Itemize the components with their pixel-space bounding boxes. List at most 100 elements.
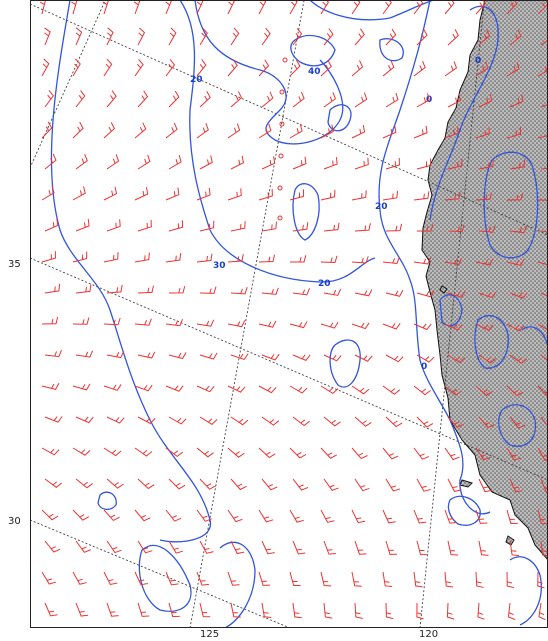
wind-barb: [537, 509, 548, 525]
wind-barb: [354, 602, 363, 619]
wind-barb: [227, 385, 246, 393]
wind-barb: [537, 323, 548, 331]
wind-barb: [44, 153, 57, 170]
wind-barb: [385, 540, 397, 555]
wind-barb: [320, 447, 337, 459]
wind-barb: [227, 59, 238, 77]
wind-barb: [475, 447, 491, 461]
wind-barb: [199, 155, 213, 170]
wind-barb: [103, 384, 122, 391]
wind-barb: [416, 290, 435, 298]
calm-marker: [282, 57, 288, 63]
wind-barb: [478, 478, 493, 493]
wind-barb: [106, 284, 123, 294]
wind-barb: [106, 154, 120, 170]
wind-barb: [41, 383, 60, 390]
wind-barb: [103, 122, 116, 139]
wind-barb: [106, 540, 122, 554]
wind-barb: [475, 258, 494, 266]
wind-barb: [506, 0, 518, 15]
wind-barb: [227, 188, 242, 201]
wind-barb: [385, 92, 399, 108]
contour-label: 0: [475, 56, 481, 66]
wind-barb: [351, 256, 369, 264]
wind-barb: [72, 447, 91, 456]
wind-barb: [540, 230, 548, 233]
wind-barb: [447, 354, 466, 364]
wind-barb: [416, 540, 428, 556]
wind-barb: [75, 284, 92, 294]
wind-barb: [230, 353, 249, 361]
wind-barb: [103, 186, 118, 201]
wind-barb: [133, 0, 141, 15]
wind-barb: [165, 509, 182, 522]
calm-marker: [278, 153, 284, 159]
wind-barb: [165, 187, 180, 201]
wind-barb: [72, 383, 91, 391]
wind-barb: [320, 255, 338, 264]
wind-barb: [44, 478, 63, 488]
wind-barb: [44, 602, 58, 617]
wind-barb: [351, 447, 368, 460]
wind-barb: [509, 225, 527, 234]
wind-barb: [478, 159, 494, 170]
wind-barb: [292, 540, 306, 555]
wind-barb: [320, 60, 332, 77]
wind-barb: [416, 416, 434, 428]
wind-barb: [72, 317, 90, 325]
wind-barb: [41, 571, 57, 585]
wind-barb: [509, 292, 528, 299]
wind-barb: [323, 354, 342, 362]
wind-barb: [351, 124, 366, 139]
wind-barb: [230, 221, 246, 232]
wind-barb: [44, 540, 61, 553]
wind-barb: [354, 416, 372, 427]
wind-barb: [227, 320, 246, 328]
wind-barb: [475, 0, 486, 15]
wind-barb: [478, 416, 495, 429]
wind-barb: [196, 123, 209, 139]
wind-barb: [416, 478, 431, 492]
wind-barb: [137, 90, 149, 108]
wind-barb: [478, 540, 489, 556]
wind-barb: [137, 416, 156, 425]
wind-barb: [447, 29, 459, 46]
contour-label: 40: [308, 67, 321, 77]
wind-barb: [416, 354, 435, 363]
wind-barb: [323, 540, 336, 555]
wind-barb: [261, 91, 274, 108]
wind-barb: [292, 354, 311, 361]
wind-barb: [258, 385, 277, 394]
wind-barb: [75, 153, 88, 170]
wind-barb: [292, 602, 302, 619]
lon-label-125: 125: [200, 629, 220, 640]
wind-barb: [478, 225, 496, 233]
wind-barb: [137, 285, 154, 294]
wind-barb: [134, 58, 144, 77]
wind-barb: [323, 478, 339, 492]
wind-barb: [540, 167, 548, 170]
wind-barb: [103, 317, 121, 326]
wind-barb: [230, 478, 247, 491]
wind-barb: [137, 27, 146, 46]
wind-barb: [134, 509, 151, 522]
wind-barb: [413, 509, 427, 524]
wind-barb: [537, 66, 548, 77]
wind-barb: [385, 602, 394, 620]
wind-barb: [351, 60, 364, 77]
wind-barb: [506, 127, 521, 139]
wind-barb: [75, 540, 92, 553]
wind-barb: [165, 447, 184, 458]
wind-barb: [382, 256, 400, 265]
wind-barb: [261, 353, 280, 361]
wind-barb: [134, 187, 149, 201]
wind-barb: [292, 478, 309, 491]
wind-barb: [261, 478, 278, 491]
wind-barb: [320, 571, 332, 587]
wind-barb: [538, 602, 546, 621]
wind-barb: [199, 478, 217, 490]
wind-barb: [230, 287, 248, 295]
wind-barb: [134, 122, 147, 139]
wind-barb: [509, 29, 522, 46]
wind-barb: [506, 61, 520, 77]
